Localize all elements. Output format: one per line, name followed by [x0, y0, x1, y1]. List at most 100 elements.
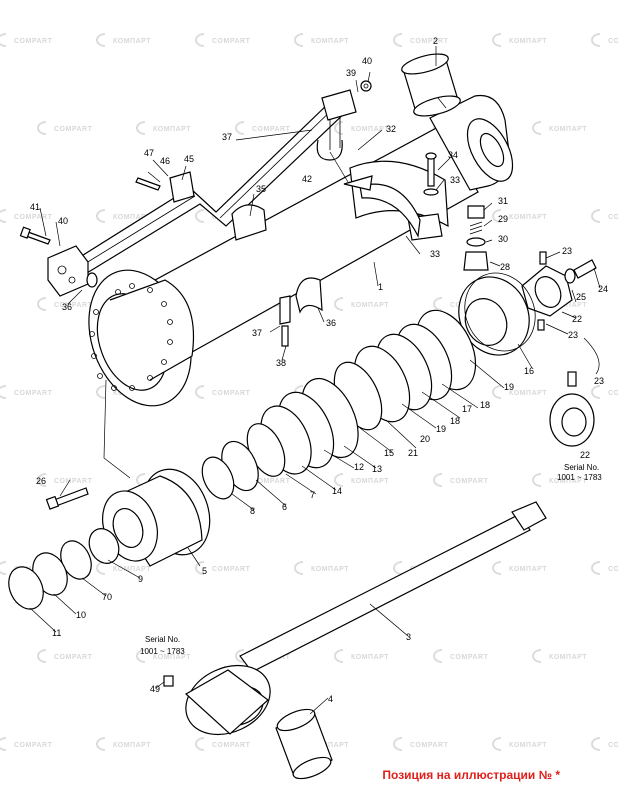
watermark-text: КОМПАРТ: [549, 478, 587, 485]
piston-rod-part-3: [184, 501, 547, 736]
watermark-text: КОМПАРТ: [509, 390, 547, 397]
watermark-logo: [334, 473, 344, 487]
illustration-position-caption: Позиция на иллюстрации № *: [382, 768, 560, 782]
watermark-logo: [334, 649, 344, 663]
watermark-text: КОМПАРТ: [351, 302, 389, 309]
callout-32: 33: [430, 249, 440, 259]
callout-9: 9: [138, 574, 143, 584]
callout-10: 10: [76, 610, 86, 620]
serial-note-top-line2: 1001 ~ 1783: [557, 473, 602, 482]
callout-18b: 18: [450, 416, 460, 426]
callout-44: 39: [346, 68, 356, 78]
bolt-part-34: [423, 152, 439, 196]
watermark-text: КОМПАРТ: [153, 126, 191, 133]
callout-6: 6: [282, 502, 287, 512]
watermark-logo: [37, 121, 47, 135]
bushing-part-2: [401, 53, 461, 117]
callout-43: 42: [302, 174, 312, 184]
watermark-text: COMPART: [252, 126, 291, 133]
watermark-logo: [0, 737, 7, 751]
bushings-parts-6-8: [201, 440, 259, 500]
watermark-text: КОМПАРТ: [113, 214, 151, 221]
watermark-logo: [37, 473, 47, 487]
watermark-logo: [294, 33, 304, 47]
check-valve-parts-27-30: [463, 205, 489, 271]
clamp-part-44: [316, 80, 372, 161]
watermark-text: COMPART: [450, 654, 489, 661]
watermark-text: COMPART: [54, 478, 93, 485]
callout-14: 14: [332, 486, 342, 496]
clamp-part-35: [231, 204, 267, 241]
watermark-logo: [0, 561, 7, 575]
watermark-text: COMPART: [608, 38, 618, 45]
callout-27: 28: [500, 262, 510, 272]
watermark-logo: [591, 385, 601, 399]
watermark-logo: [591, 561, 601, 575]
bolt-part-26: [45, 487, 89, 510]
watermark-text: КОМПАРТ: [113, 742, 151, 749]
callout-39: 37: [222, 132, 232, 142]
callout-38: 38: [276, 358, 286, 368]
watermark-logo: [591, 33, 601, 47]
watermark-logo: [294, 561, 304, 575]
watermark-logo: [195, 33, 205, 47]
watermark-logo: [532, 121, 542, 135]
grease-nipple-part-49: [163, 675, 174, 687]
clamp-part-46: [135, 171, 195, 203]
watermark-text: COMPART: [14, 214, 53, 221]
callout-31: 32: [386, 124, 396, 134]
watermark-text: COMPART: [14, 742, 53, 749]
watermark-logo: [195, 209, 205, 223]
callout-3: 3: [406, 632, 411, 642]
watermark-logo: [195, 385, 205, 399]
callout-22a: 22: [572, 314, 582, 324]
connector-block-part-40: [47, 245, 98, 297]
u-clamp-part-36: [279, 277, 323, 347]
watermark-logo: [492, 561, 502, 575]
watermark-logo: [37, 649, 47, 663]
watermark-text: COMPART: [14, 38, 53, 45]
callout-15: 15: [384, 448, 394, 458]
watermark-logo: [96, 33, 106, 47]
callout-7: 7: [310, 490, 315, 500]
callout-8: 8: [250, 506, 255, 516]
callout-12: 12: [354, 462, 364, 472]
watermark-logo: [532, 649, 542, 663]
callout-29: 30: [498, 234, 508, 244]
callout-labels: 2 40 39 32 37 34 47 46 45 42 33 35 41 40…: [30, 36, 608, 704]
callout-4: 4: [328, 694, 333, 704]
watermark-logo: [492, 385, 502, 399]
watermark-logo: [591, 209, 601, 223]
watermark-logo: [136, 649, 146, 663]
watermark-logo: [532, 473, 542, 487]
callout-24: 24: [598, 284, 608, 294]
callout-25: 25: [576, 292, 586, 302]
watermark-text: КОМПАРТ: [509, 38, 547, 45]
watermark-text: COMPART: [608, 390, 618, 397]
callout-16: 16: [524, 366, 534, 376]
watermark-logo: [96, 737, 106, 751]
watermark-logo: [334, 297, 344, 311]
watermark-logo: [37, 297, 47, 311]
watermark-logo: [591, 737, 601, 751]
watermark-logo: [235, 649, 245, 663]
watermark-logo: [433, 297, 443, 311]
watermark-text: COMPART: [450, 478, 489, 485]
watermark-text: COMPART: [608, 742, 618, 749]
callout-47: 46: [160, 156, 170, 166]
callout-23b: 23: [568, 330, 578, 340]
callout-28: 29: [498, 214, 508, 224]
callout-48: 47: [144, 148, 154, 158]
head-seals-parts-9-11-70: [8, 528, 120, 610]
callout-22b: 22: [580, 450, 590, 460]
callout-1: 1: [378, 282, 383, 292]
watermark-text: КОМПАРТ: [549, 302, 587, 309]
watermark-text: КОМПАРТ: [549, 126, 587, 133]
inset-piston-nut-detail: [549, 337, 600, 447]
serial-note-bottom-line1: Serial No.: [145, 635, 180, 644]
seal-rings-parts-17-21: [333, 309, 477, 431]
watermark-logo: [0, 385, 7, 399]
leader-lines: [29, 46, 601, 715]
watermark-logo: [433, 649, 443, 663]
